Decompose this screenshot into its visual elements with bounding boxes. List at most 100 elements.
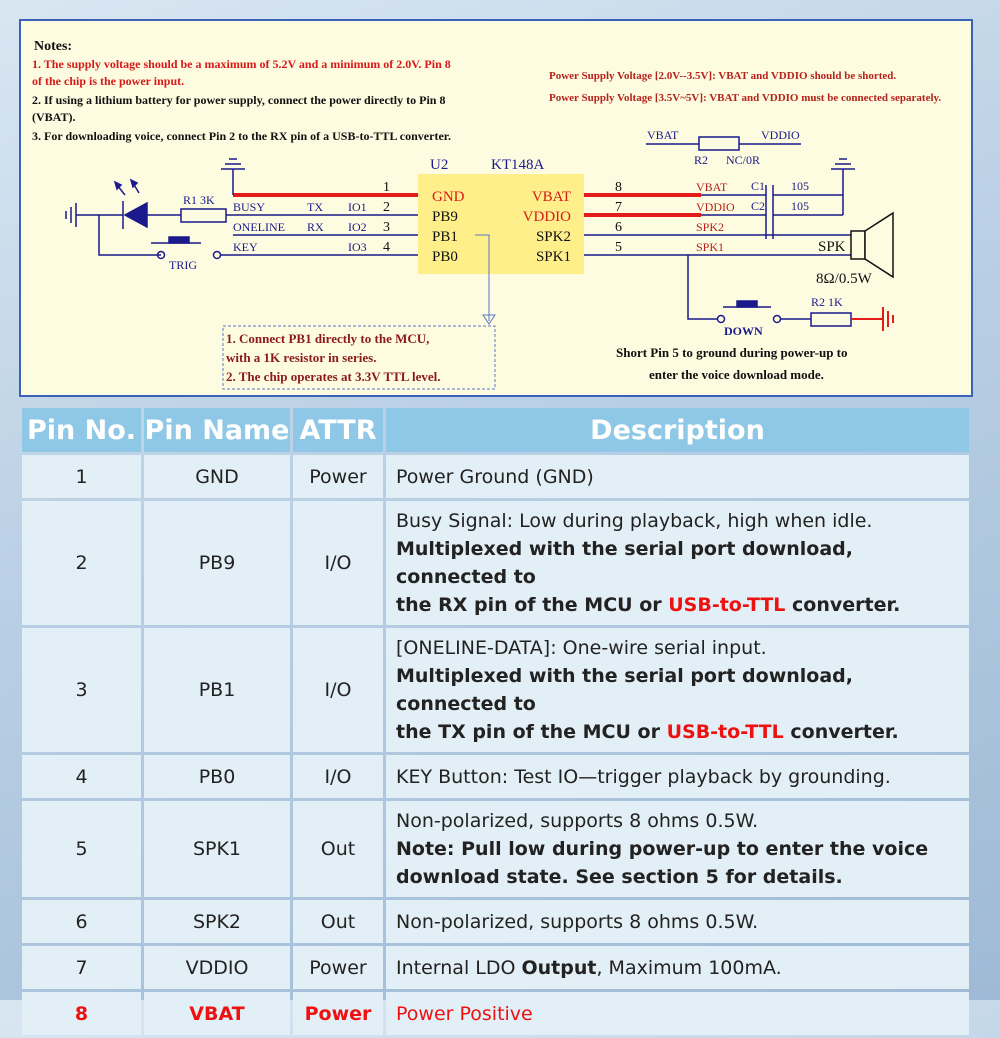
header-pin-no: Pin No. bbox=[22, 408, 141, 452]
cell-description: Non-polarized, supports 8 ohms 0.5W. bbox=[386, 900, 969, 943]
desc-text: the TX pin of the MCU or bbox=[396, 721, 667, 743]
down-note-1: Short Pin 5 to ground during power-up to bbox=[616, 345, 848, 360]
r2-top-vbat: VBAT bbox=[647, 128, 679, 142]
pin-num-6: 6 bbox=[615, 220, 622, 235]
c1-value: 105 bbox=[791, 179, 809, 193]
down-label: DOWN bbox=[724, 324, 763, 338]
cell-attr: Out bbox=[293, 900, 383, 943]
table-row: 1 GND Power Power Ground (GND) bbox=[22, 455, 969, 498]
trig-button[interactable] bbox=[151, 236, 222, 260]
desc-line: Multiplexed with the serial port downloa… bbox=[396, 665, 853, 715]
down-note-2: enter the voice download mode. bbox=[649, 367, 824, 382]
header-description: Description bbox=[386, 408, 969, 452]
rx-label: RX bbox=[307, 220, 324, 234]
usb-ttl-highlight: USB-to-TTL bbox=[666, 721, 784, 743]
table-header-row: Pin No. Pin Name ATTR Description bbox=[22, 408, 969, 452]
cell-pin-name: PB0 bbox=[144, 755, 290, 798]
spk2-net: SPK2 bbox=[696, 220, 724, 234]
desc-line: the TX pin of the MCU or USB-to-TTL conv… bbox=[396, 718, 959, 746]
r2-top-ref: R2 bbox=[694, 153, 708, 167]
io2-label: IO2 bbox=[348, 220, 367, 234]
pb1-note-2: with a 1K resistor in series. bbox=[226, 350, 376, 365]
pin-name-pb0: PB0 bbox=[432, 249, 458, 265]
pin-num-2: 2 bbox=[383, 200, 390, 215]
cell-attr: Power bbox=[293, 992, 383, 1035]
cell-description: Busy Signal: Low during playback, high w… bbox=[386, 501, 969, 625]
pin-name-spk1: SPK1 bbox=[536, 249, 571, 265]
pb1-note-leader bbox=[475, 234, 490, 321]
r2-bottom-resistor bbox=[810, 312, 852, 327]
gnd-symbol-bottom-right bbox=[851, 307, 894, 331]
pin-num-3: 3 bbox=[383, 220, 390, 235]
spk1-net: SPK1 bbox=[696, 240, 724, 254]
gnd-symbol-top-left bbox=[221, 158, 245, 170]
desc-line: the RX pin of the MCU or USB-to-TTL conv… bbox=[396, 591, 959, 619]
table-row: 4 PB0 I/O KEY Button: Test IO—trigger pl… bbox=[22, 755, 969, 798]
pin-num-4: 4 bbox=[383, 240, 390, 255]
cell-description: Power Positive bbox=[386, 992, 969, 1035]
notes-title: Notes: bbox=[34, 39, 72, 54]
vbat-net: VBAT bbox=[696, 180, 728, 194]
cell-pin-name: SPK2 bbox=[144, 900, 290, 943]
busy-label: BUSY bbox=[233, 200, 265, 214]
chip-name: KT148A bbox=[491, 157, 544, 173]
vddio-net: VDDIO bbox=[696, 200, 735, 214]
desc-bold-text: Output bbox=[521, 956, 597, 979]
cell-attr: Out bbox=[293, 801, 383, 897]
cell-attr: I/O bbox=[293, 755, 383, 798]
r1-label: R1 3K bbox=[183, 193, 215, 207]
cell-description: [ONELINE-DATA]: One-wire serial input. M… bbox=[386, 628, 969, 752]
cell-pin-name: SPK1 bbox=[144, 801, 290, 897]
table-row-highlighted: 8 VBAT Power Power Positive bbox=[22, 992, 969, 1035]
key-label: KEY bbox=[233, 240, 258, 254]
desc-text: Internal LDO bbox=[396, 956, 522, 979]
led-symbol bbox=[76, 178, 181, 229]
supply-note-2: Power Supply Voltage [3.5V~5V]: VBAT and… bbox=[549, 92, 941, 104]
cell-attr: Power bbox=[293, 455, 383, 498]
cell-pin-no: 4 bbox=[22, 755, 141, 798]
desc-text: , Maximum 100mA. bbox=[596, 956, 782, 979]
pb1-note-box bbox=[222, 325, 496, 390]
usb-ttl-highlight: USB-to-TTL bbox=[668, 594, 786, 616]
schematic-panel: Notes: 1. The supply voltage should be a… bbox=[19, 19, 973, 397]
pin-name-pb9: PB9 bbox=[432, 209, 458, 225]
trig-wire bbox=[98, 215, 161, 256]
pin-num-8: 8 bbox=[615, 180, 622, 195]
speaker-icon bbox=[850, 211, 894, 279]
cell-pin-no: 5 bbox=[22, 801, 141, 897]
table-row: 6 SPK2 Out Non-polarized, supports 8 ohm… bbox=[22, 900, 969, 943]
pin-num-7: 7 bbox=[615, 200, 622, 215]
note-line-2b: (VBAT). bbox=[32, 110, 75, 124]
desc-line: download state. See section 5 for detail… bbox=[396, 866, 843, 888]
down-button[interactable] bbox=[716, 300, 812, 324]
header-attr: ATTR bbox=[293, 408, 383, 452]
desc-line: Note: Pull low during power-up to enter … bbox=[396, 838, 929, 860]
header-pin-name: Pin Name bbox=[144, 408, 290, 452]
cell-pin-name: PB1 bbox=[144, 628, 290, 752]
c2-label: C2 bbox=[751, 199, 765, 213]
pin-description-table: Pin No. Pin Name ATTR Description 1 GND … bbox=[19, 405, 972, 1038]
cell-pin-no: 8 bbox=[22, 992, 141, 1035]
oneline-label: ONELINE bbox=[233, 220, 285, 234]
tx-label: TX bbox=[307, 200, 323, 214]
cell-description: Power Ground (GND) bbox=[386, 455, 969, 498]
cell-pin-name: VDDIO bbox=[144, 946, 290, 989]
pin-name-pb1: PB1 bbox=[432, 229, 458, 245]
gnd-symbol-left bbox=[65, 203, 77, 227]
cell-description: KEY Button: Test IO—trigger playback by … bbox=[386, 755, 969, 798]
desc-line: Multiplexed with the serial port downloa… bbox=[396, 538, 853, 588]
supply-note-1: Power Supply Voltage [2.0V--3.5V]: VBAT … bbox=[549, 70, 896, 82]
table-row: 7 VDDIO Power Internal LDO Output, Maxim… bbox=[22, 946, 969, 989]
desc-text: converter. bbox=[785, 594, 901, 616]
r2-bottom-label: R2 1K bbox=[811, 295, 843, 309]
cell-pin-no: 3 bbox=[22, 628, 141, 752]
cell-attr: Power bbox=[293, 946, 383, 989]
cell-pin-name: GND bbox=[144, 455, 290, 498]
cell-description: Non-polarized, supports 8 ohms 0.5W. Not… bbox=[386, 801, 969, 897]
schematic-diagram: Notes: 1. The supply voltage should be a… bbox=[32, 39, 941, 390]
table-row: 5 SPK1 Out Non-polarized, supports 8 ohm… bbox=[22, 801, 969, 897]
cell-pin-no: 6 bbox=[22, 900, 141, 943]
r2-top-resistor bbox=[698, 136, 740, 151]
c1-label: C1 bbox=[751, 179, 765, 193]
pin-num-5: 5 bbox=[615, 240, 622, 255]
